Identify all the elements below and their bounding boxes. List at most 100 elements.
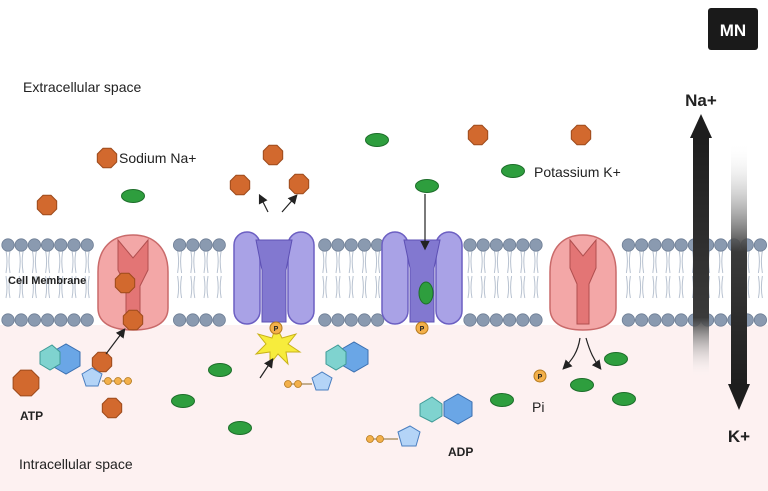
sodium-ion-icon — [288, 173, 310, 195]
lipid-tail — [520, 275, 526, 299]
lipid-tail — [18, 275, 24, 299]
lipid-head — [463, 313, 477, 327]
sodium-ion-icon — [36, 194, 58, 216]
lipid-tail — [177, 275, 183, 299]
sodium-ion-icon — [467, 124, 489, 146]
potassium-label: Potassium K+ — [534, 164, 621, 180]
extracellular-label: Extracellular space — [23, 79, 141, 95]
lipid-tail — [322, 275, 328, 299]
lipid-head — [344, 313, 358, 327]
lipid-tail — [45, 250, 51, 274]
lipid-tail — [335, 250, 341, 274]
lipid-tail — [361, 275, 367, 299]
lipid-head — [1, 313, 15, 327]
adp-molecule-icon — [366, 393, 473, 447]
lipid-tail — [507, 250, 513, 274]
potassium-ion-icon — [415, 179, 439, 193]
potassium-ion-icon — [121, 189, 145, 203]
lipid-head — [634, 238, 649, 252]
ion-layer — [12, 124, 636, 435]
potassium-gradient-arrow — [728, 142, 750, 410]
lipid-head — [489, 238, 503, 252]
lipid-head — [621, 238, 636, 252]
lipid-head — [27, 313, 42, 327]
lipid-head — [40, 238, 55, 252]
adp-label: ADP — [448, 445, 473, 459]
lipid-head — [331, 238, 345, 252]
lipid-tail — [533, 275, 539, 299]
sodium-ion-icon — [96, 147, 118, 169]
lipid-tail — [203, 275, 209, 299]
potassium-ion-icon — [501, 164, 525, 178]
lipid-tail — [5, 250, 11, 274]
lipid-tail — [348, 275, 354, 299]
lipid-tail — [71, 275, 77, 299]
potassium-ion-icon — [570, 378, 594, 392]
lipid-head — [516, 238, 530, 252]
sodium-ion-icon — [262, 144, 284, 166]
lipid-head — [186, 313, 200, 327]
lipid-head — [186, 238, 200, 252]
sodium-ion-icon — [91, 351, 113, 373]
lipid-head — [648, 238, 662, 252]
lipid-head — [173, 238, 187, 252]
na-plus-label: Na+ — [685, 91, 717, 110]
lipid-head — [489, 313, 503, 327]
lipid-head — [529, 313, 543, 327]
lipid-head — [621, 313, 636, 327]
lipid-head — [212, 313, 226, 327]
lipid-tail — [84, 250, 90, 274]
atp-label: ATP — [20, 409, 43, 423]
intracellular-label: Intracellular space — [19, 456, 133, 472]
lipid-tail — [216, 250, 222, 274]
movement-arrows — [105, 193, 602, 379]
lipid-head — [40, 313, 55, 327]
svg-text:P: P — [420, 326, 425, 333]
lipid-tail — [757, 275, 763, 299]
lipid-tail — [45, 275, 51, 299]
lipid-tail — [348, 250, 354, 274]
potassium-ion-icon — [171, 394, 195, 408]
lipid-tail — [31, 250, 37, 274]
intracellular-region — [0, 325, 768, 491]
potassium-ion-icon — [418, 281, 434, 305]
lipid-tail — [480, 275, 486, 299]
lipid-tail — [203, 250, 209, 274]
lipid-head — [502, 238, 517, 252]
lipid-head — [634, 313, 649, 327]
lipid-tail — [493, 250, 499, 274]
lipid-tail — [652, 250, 658, 274]
lipid-head — [357, 238, 371, 252]
lipid-tail — [335, 275, 341, 299]
svg-text:P: P — [274, 326, 279, 333]
lipid-head — [529, 238, 543, 252]
lipid-head — [1, 238, 15, 252]
lipid-tail — [678, 250, 684, 274]
lipid-tail — [639, 250, 645, 274]
lipid-head — [318, 313, 332, 327]
lipid-tail — [533, 250, 539, 274]
sodium-ion-icon — [12, 369, 40, 397]
lipid-head — [318, 238, 332, 252]
lipid-tail — [520, 250, 526, 274]
lipid-head — [67, 313, 81, 327]
lipid-head — [14, 238, 28, 252]
sodium-ion-icon — [114, 272, 136, 294]
lipid-head — [753, 238, 768, 252]
lipid-tail — [639, 275, 645, 299]
lipid-head — [516, 313, 530, 327]
lipid-head — [714, 313, 728, 327]
lipid-tail — [665, 250, 671, 274]
lipid-tail — [71, 250, 77, 274]
lipid-head — [753, 313, 768, 327]
phosphate-icon: P — [269, 321, 283, 335]
lipid-tail — [665, 275, 671, 299]
sodium-ion-icon — [101, 397, 123, 419]
sodium-gradient-arrow — [690, 114, 712, 378]
lipid-head — [80, 238, 94, 252]
mn-badge: MN — [708, 8, 758, 50]
potassium-ion-icon — [365, 133, 389, 147]
potassium-ion-icon — [612, 392, 636, 406]
